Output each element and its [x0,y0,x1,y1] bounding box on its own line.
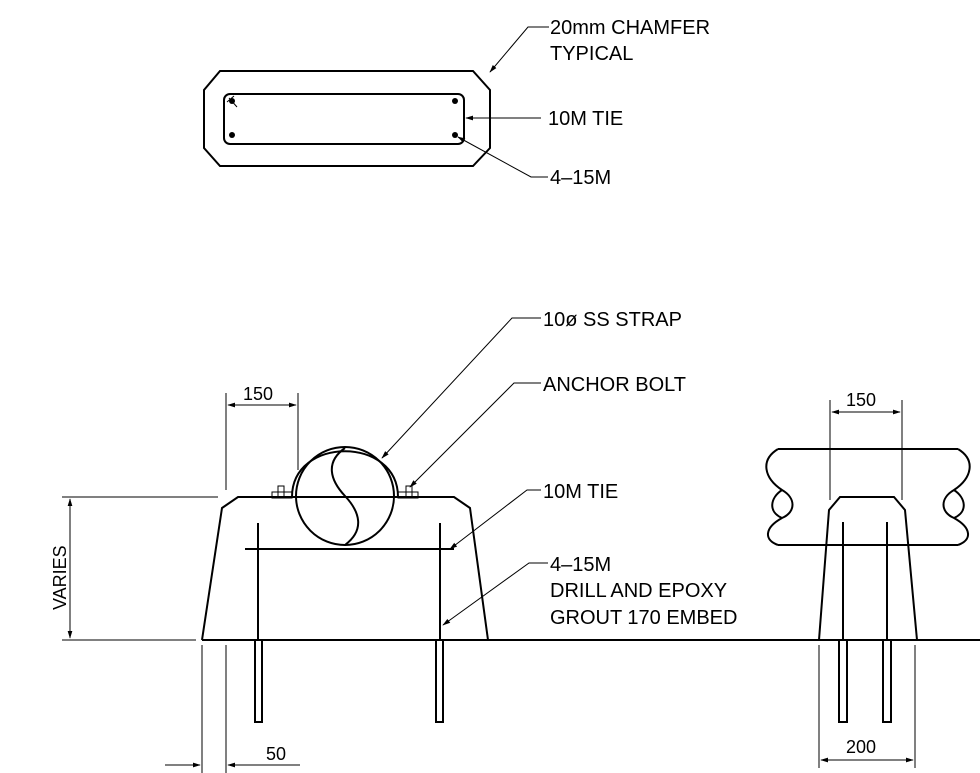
rebar-side-left-embed [838,639,848,723]
side-pedestal-outline [817,496,919,641]
bars-leader-top [457,136,548,178]
chamfered-pedestal-outline [203,70,491,167]
rebar-front-right-embed [435,639,444,723]
strap-leader [381,317,541,459]
tie-outline [223,93,465,145]
ss-strap [291,450,399,498]
dim-label-150-front: 150 [243,384,273,404]
dim-label-varies: VARIES [50,545,70,610]
pipe-break-right-inner [953,489,965,519]
dim-label-200: 200 [846,737,876,757]
tie-label-front: 10M TIE [543,481,618,503]
bars-label-top: 4–15M [550,167,611,189]
tie-hook [226,95,238,108]
pipe-break-left [765,448,794,546]
pipe-break-line [330,447,360,546]
chamfer-label-line1: 20mm CHAMFER [550,17,710,39]
dim-label-150-side: 150 [846,390,876,410]
rebar-dot [452,98,458,104]
bars-label-front-line1: 4–15M [550,554,611,576]
dim-label-50: 50 [266,744,286,764]
tie-label-top: 10M TIE [548,108,623,130]
chamfer-label-line2: TYPICAL [550,43,633,65]
bars-label-front-line2: DRILL AND EPOXY [550,580,727,602]
anchor-bolt-label: ANCHOR BOLT [543,374,686,396]
side-elevation: 150 200 [765,390,971,768]
bars-leader-front [442,562,548,626]
plan-section: 20mm CHAMFER TYPICAL 10M TIE 4–15M [203,17,710,189]
rebar-front-left-embed [254,639,263,723]
front-elevation: 150 VARIES 50 10ø SS STRAP ANCHOR BOLT 1… [50,309,980,773]
anchor-bolt-leader [409,382,541,488]
rebar-side-right-embed [882,639,892,723]
anchor-bolt-left [277,485,285,499]
pipe-break-right [942,448,971,546]
anchor-bolt-right [405,485,413,499]
pipe-break-left-inner [771,489,783,519]
rebar-dot [452,132,458,138]
rebar-dot [229,132,235,138]
strap-label: 10ø SS STRAP [543,309,682,331]
chamfer-leader [489,26,549,73]
bars-label-front-line3: GROUT 170 EMBED [550,607,737,629]
tie-leader-front [449,489,541,550]
front-pedestal-outline [201,496,489,641]
